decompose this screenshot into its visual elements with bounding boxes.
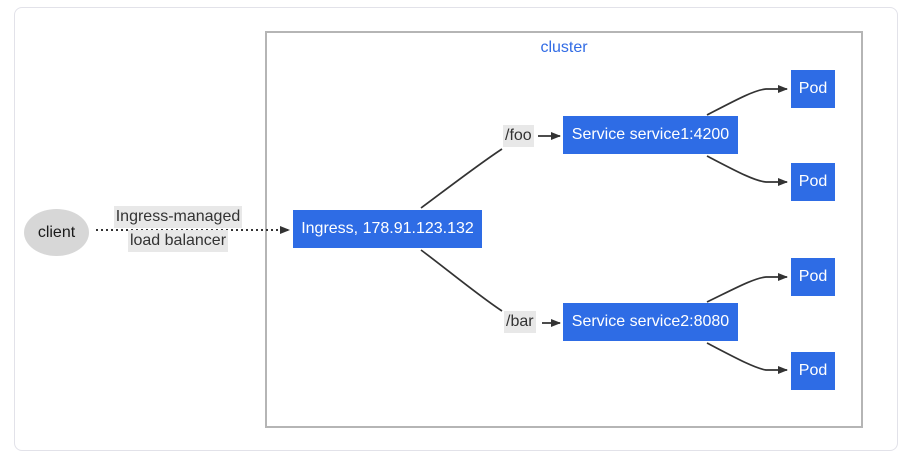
pod-node-4: Pod	[791, 352, 835, 390]
ingress-node-label: Ingress, 178.91.123.132	[301, 220, 474, 237]
route-label-bar: /bar	[504, 311, 536, 333]
pod-node-1: Pod	[791, 70, 835, 108]
pod-node-3-label: Pod	[798, 268, 828, 285]
service1-node-label: Service service1:4200	[571, 126, 730, 143]
client-node-label: client	[37, 223, 76, 241]
ingress-node: Ingress, 178.91.123.132	[293, 210, 482, 248]
service1-node: Service service1:4200	[563, 116, 738, 154]
load-balancer-edge-label: Ingress-managed load balancer	[103, 206, 253, 254]
load-balancer-label-line1: Ingress-managed	[113, 206, 243, 228]
route-label-foo: /foo	[503, 125, 534, 147]
service2-node-label: Service service2:8080	[571, 313, 730, 330]
pod-node-1-label: Pod	[798, 80, 828, 97]
client-node: client	[24, 209, 89, 256]
pod-node-2: Pod	[791, 163, 835, 201]
load-balancer-label-line2: load balancer	[127, 230, 229, 252]
cluster-label: cluster	[540, 39, 588, 56]
service2-node: Service service2:8080	[563, 303, 738, 341]
pod-node-4-label: Pod	[798, 362, 828, 379]
pod-node-2-label: Pod	[798, 173, 828, 190]
pod-node-3: Pod	[791, 258, 835, 296]
